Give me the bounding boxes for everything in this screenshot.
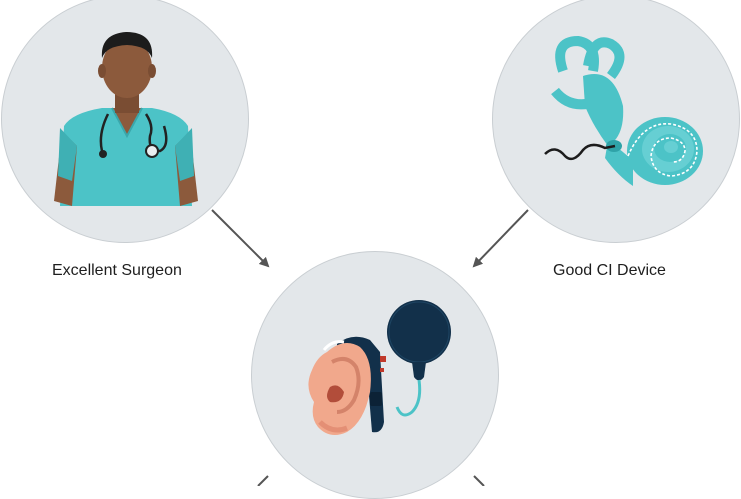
arrow-device-to-patient [472,209,529,268]
device-circle [492,0,740,243]
arrows-layer [211,209,529,486]
cochlea-icon [544,35,703,186]
ear-with-implant-icon [308,300,451,436]
arrow-partial-left [257,475,269,486]
surgeon-icon [54,32,198,206]
arrow-surgeon-to-patient [211,209,270,268]
device-label: Good CI Device [553,262,666,279]
patient-circle [251,251,499,499]
surgeon-label: Excellent Surgeon [52,262,182,279]
surgeon-circle [1,0,249,243]
arrow-partial-right [473,475,485,486]
